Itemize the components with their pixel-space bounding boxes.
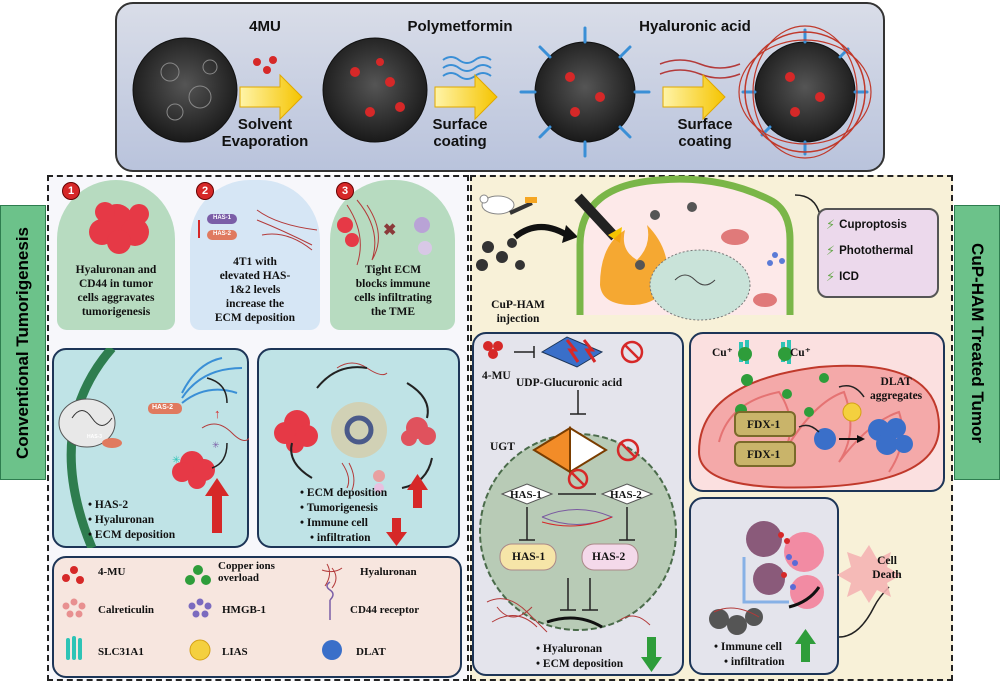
outcomes-box bbox=[817, 208, 939, 298]
dlat-icon bbox=[322, 640, 342, 660]
cu-ion-left-label: Cu⁺ bbox=[712, 347, 733, 359]
fdx1-label-b: FDX-1 bbox=[747, 449, 781, 461]
copper-ions-icon bbox=[185, 565, 211, 585]
hmgb1-icon bbox=[188, 598, 212, 618]
legend-panel bbox=[52, 556, 462, 678]
legend-calreticulin: Calreticulin bbox=[98, 604, 155, 616]
cell-has2-label: HAS-2 bbox=[152, 404, 174, 411]
lightning-icon: ⚡ bbox=[826, 243, 836, 258]
synthesis-graphics bbox=[132, 25, 872, 159]
arrow-3 bbox=[662, 73, 726, 121]
card-2 bbox=[190, 180, 320, 330]
4mu-inhibitor-icon bbox=[483, 341, 503, 359]
tumor-cluster-illustration bbox=[89, 202, 149, 254]
injected-nanoparticles bbox=[476, 238, 525, 271]
porous-nanoparticle-1 bbox=[132, 37, 238, 143]
mouse-icon bbox=[479, 194, 537, 215]
legend-lias: LIAS bbox=[222, 646, 248, 658]
legend-4mu: 4-MU bbox=[98, 566, 126, 578]
conventional-tumorigenesis-tab: Conventional Tumorigenesis bbox=[0, 205, 46, 480]
tumor-cell-illustration: ↑ ✳ ✳ bbox=[58, 348, 249, 548]
mitochondria-illustration bbox=[697, 340, 941, 489]
reagent-4mu-label: 4MU bbox=[249, 18, 281, 35]
cup-ham-nanoparticle-4 bbox=[738, 25, 872, 159]
card-illustrations: ✖ bbox=[89, 199, 432, 266]
legend-dlat: DLAT bbox=[356, 646, 386, 658]
outcome-icd: ⚡ICD bbox=[826, 269, 859, 284]
step-number-3: 3 bbox=[336, 182, 354, 200]
has1-node: HAS-1 bbox=[510, 489, 542, 501]
pathway-bullets: HyaluronanECM deposition bbox=[536, 642, 623, 672]
polymetformin-strands bbox=[442, 56, 492, 80]
svg-text:✳: ✳ bbox=[212, 440, 220, 450]
step-number-2: 2 bbox=[196, 182, 214, 200]
pathway-illustration bbox=[479, 336, 677, 672]
svg-text:↑: ↑ bbox=[214, 406, 221, 421]
outcome-photothermal: ⚡Photothermal bbox=[826, 243, 914, 258]
udp-glucuronic-acid-label: UDP-Glucuronic acid bbox=[516, 377, 623, 389]
hyaluronic-acid-strands bbox=[659, 59, 741, 79]
treated-cell-illustration bbox=[476, 175, 821, 321]
loaded-nanoparticle-2 bbox=[322, 37, 428, 143]
legend-icons bbox=[62, 563, 343, 661]
card-3 bbox=[330, 180, 455, 330]
has2-node: HAS-2 bbox=[610, 489, 642, 501]
arrow-1 bbox=[239, 73, 303, 121]
cu-ion-right-label: Cu⁺ bbox=[790, 347, 811, 359]
cd44-receptor-icon bbox=[326, 581, 334, 620]
injection-arrow bbox=[513, 224, 572, 240]
4mu-icon bbox=[62, 566, 84, 584]
has2-expression-label: HAS-2 bbox=[592, 551, 626, 563]
has1-small-label: HAS-1 bbox=[213, 215, 232, 221]
lightning-icon: ⚡ bbox=[826, 269, 836, 284]
nucleus bbox=[649, 249, 751, 321]
legend-copper-ions: Copper ions overload bbox=[218, 560, 275, 584]
step-number-1: 1 bbox=[62, 182, 80, 200]
legend-hmgb1: HMGB-1 bbox=[222, 604, 266, 616]
lightning-icon: ⚡ bbox=[826, 217, 836, 232]
reagent-hyaluronic-acid-label: Hyaluronic acid bbox=[639, 18, 751, 35]
has1-expression-label: HAS-1 bbox=[512, 551, 546, 563]
reagent-polymetformin-label: Polymetformin bbox=[407, 18, 513, 35]
legend-slc31a1: SLC31A1 bbox=[98, 646, 144, 658]
outcome-cuproptosis: ⚡Cuproptosis bbox=[826, 217, 907, 232]
has-illustration bbox=[198, 209, 318, 251]
immune-bullets: Immune cellinfiltration bbox=[714, 640, 785, 670]
svg-text:✳: ✳ bbox=[172, 455, 180, 466]
panel-a-bullets: HAS-2HyaluronanECM deposition bbox=[88, 498, 175, 543]
arrow-2 bbox=[434, 73, 498, 121]
4mu-dots bbox=[253, 56, 277, 74]
fdx1-label-a: FDX-1 bbox=[747, 419, 781, 431]
legend-hyaluronan: Hyaluronan bbox=[360, 566, 417, 578]
coated-nanoparticle-3 bbox=[519, 26, 651, 158]
cup-ham-treated-tumor-tab: CuP-HAM Treated Tumor bbox=[954, 205, 1000, 480]
copper-ions bbox=[735, 347, 829, 417]
ugt-enzyme-label: UGT bbox=[490, 441, 515, 453]
svg-text:✖: ✖ bbox=[383, 222, 396, 239]
lias-icon bbox=[189, 639, 211, 661]
slc31a1-icon bbox=[66, 636, 82, 660]
outcomes-list: ⚡Cuproptosis ⚡Photothermal ⚡ICD bbox=[826, 212, 913, 290]
hyaluronan-icon bbox=[321, 563, 343, 589]
4mu-inhibitor-label: 4-MU bbox=[482, 370, 511, 382]
tme-cycle-illustration bbox=[274, 362, 436, 546]
legend-cd44: CD44 receptor bbox=[350, 604, 420, 616]
ecm-blocking-illustration: ✖ bbox=[337, 199, 432, 266]
calreticulin-icon bbox=[62, 598, 86, 618]
cell-has3-label: HAS-3 bbox=[87, 434, 103, 440]
panel-b-bullets: ECM depositionTumorigenesisImmune cellin… bbox=[300, 486, 387, 546]
has2-small-label: HAS-2 bbox=[213, 231, 232, 237]
immune-illustration bbox=[709, 521, 901, 662]
